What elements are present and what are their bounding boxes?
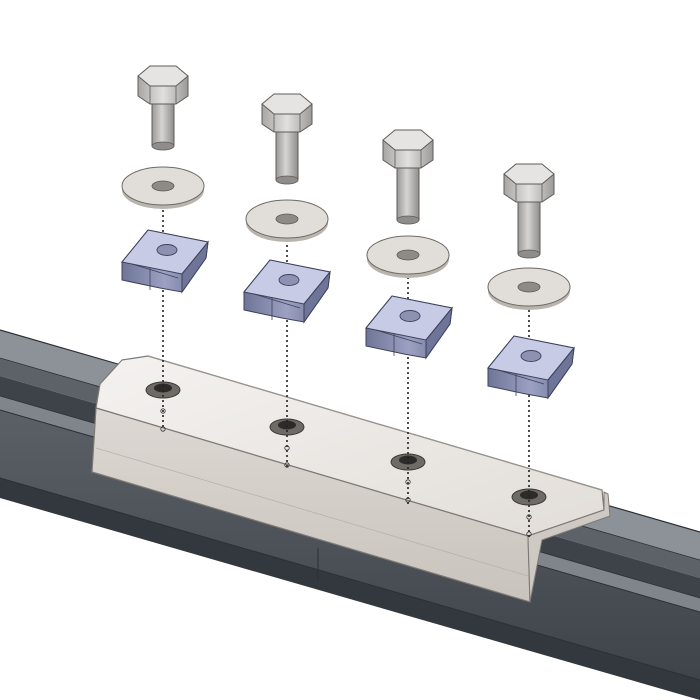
hex-bolt-icon	[503, 163, 555, 259]
washer-4	[487, 267, 571, 310]
splice-plate	[91, 355, 611, 603]
channel-nut-1	[121, 229, 209, 294]
hex-bolt-4	[503, 163, 555, 259]
hex-bolt-3	[382, 129, 434, 225]
hex-bolt-icon	[261, 93, 313, 185]
washer-icon	[121, 166, 205, 209]
washer-2	[245, 199, 329, 242]
channel-nut-icon	[243, 259, 331, 324]
hex-bolt-2	[261, 93, 313, 185]
washer-icon	[245, 199, 329, 242]
alignment-lines	[162, 200, 530, 540]
hex-bolt-icon	[382, 129, 434, 225]
washer-3	[366, 235, 450, 278]
channel-nut-3	[365, 295, 453, 360]
washer-1	[121, 166, 205, 209]
washer-icon	[487, 267, 571, 310]
channel-nut-2	[243, 259, 331, 324]
channel-nut-4	[487, 335, 575, 400]
hex-bolt-icon	[137, 65, 189, 151]
washer-icon	[366, 235, 450, 278]
axis-markers	[160, 408, 532, 537]
channel-nut-icon	[487, 335, 575, 400]
channel-nut-icon	[121, 229, 209, 294]
channel-nut-icon	[365, 295, 453, 360]
hex-bolt-1	[137, 65, 189, 151]
